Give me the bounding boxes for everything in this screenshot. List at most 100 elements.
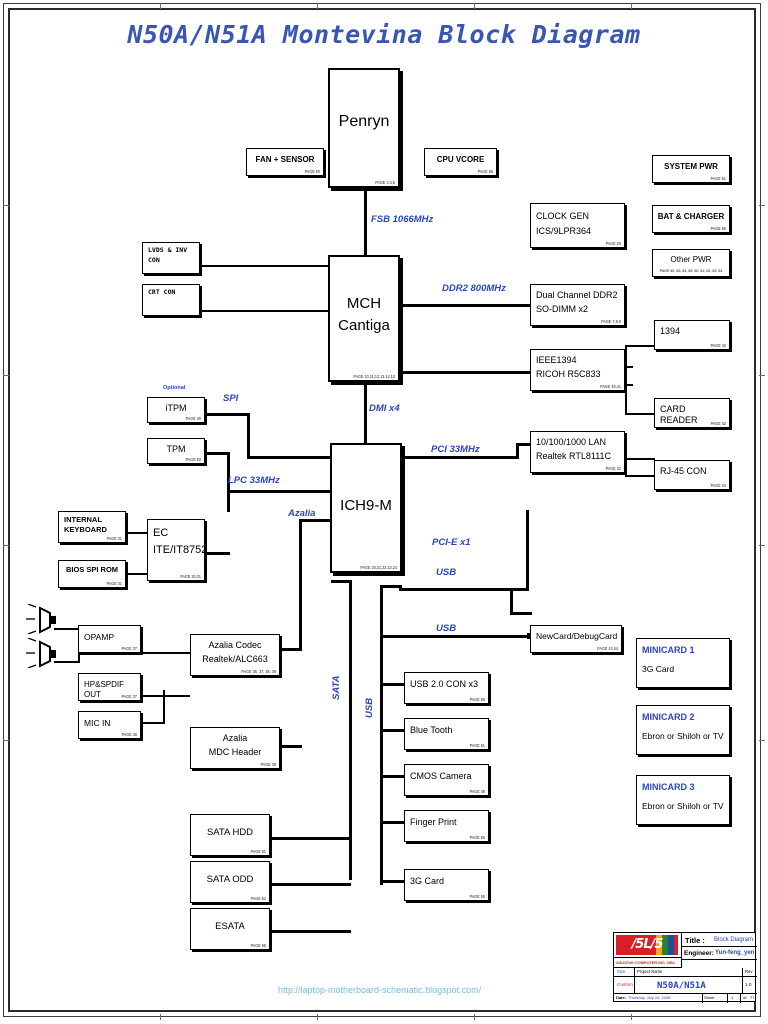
wire-usb-trunk <box>380 585 383 885</box>
block-internal-keyboard[interactable]: INTERNAL KEYBOARD PAGE 31 <box>58 511 126 543</box>
wire-1394-tap <box>625 366 633 368</box>
wire-sata-odd <box>265 883 351 886</box>
source-url[interactable]: http://laptop-motherboard-schematic.blog… <box>278 985 482 995</box>
block-fan-sensor[interactable]: FAN + SENSOR PAGE 50 <box>246 148 324 176</box>
block-tpm[interactable]: TPM PAGE 63 <box>147 438 205 464</box>
block-esata[interactable]: ESATA PAGE 66 <box>190 908 270 950</box>
block-system-pwr[interactable]: SYSTEM PWR PAGE 61 <box>652 155 730 183</box>
wire-dmi <box>364 382 367 444</box>
page-ref: PAGE 29 <box>605 241 621 246</box>
block-label-line1: IEEE1394 <box>536 355 577 365</box>
block-lvds-inv-con[interactable]: LVDS & INV CON <box>142 242 200 274</box>
wire-opamp-codec <box>140 652 190 654</box>
block-minicard-1[interactable]: MINICARD 1 3G Card <box>636 638 730 688</box>
wire-usb1-h <box>380 635 530 638</box>
page-ref: PAGE 55 <box>469 697 485 702</box>
block-minicard-3[interactable]: MINICARD 3 Ebron or Shiloh or TV <box>636 775 730 825</box>
block-label-line1: Dual Channel DDR2 <box>536 290 618 300</box>
block-opamp[interactable]: OPAMP PAGE 37 <box>78 625 141 653</box>
bus-label-lpc: LPC 33MHz <box>228 475 280 486</box>
engineer-label: Engineer: <box>684 950 714 957</box>
block-label: FAN + SENSOR <box>255 155 315 164</box>
field-headers-row: Size Project Name Rev <box>614 968 757 977</box>
block-ieee1394-ricoh[interactable]: IEEE1394 RICOH R5C833 PAGE 40,41 <box>530 349 625 391</box>
title-value: Block Diagram <box>714 937 754 943</box>
block-bios-spi-rom[interactable]: BIOS SPI ROM PAGE 31 <box>58 560 126 588</box>
page-ref: PAGE 30,31 <box>180 574 201 579</box>
page-ref: PAGE 32 <box>605 466 621 471</box>
block-label-line2: MDC Header <box>208 747 262 757</box>
wire-opamp-v <box>141 640 143 654</box>
page-ref: PAGE 66 <box>710 226 726 231</box>
page-ref: PAGE 3,4,5 <box>375 180 395 185</box>
asus-logo-text: /5L/5 <box>631 937 664 952</box>
page-ref: PAGE 31 <box>106 581 122 586</box>
date-value: Thursday, July 24, 2008 <box>628 995 671 1000</box>
block-sata-odd[interactable]: SATA ODD PAGE 52 <box>190 861 270 903</box>
block-bluetooth[interactable]: Blue Tooth PAGE 51 <box>404 718 489 750</box>
block-label: Penryn <box>338 113 390 130</box>
page-ref: PAGE 42 <box>710 421 726 426</box>
block-ddr2-sodimm[interactable]: Dual Channel DDR2 SO-DIMM x2 PAGE 7,8,9 <box>530 284 625 326</box>
block-label-line2: CON <box>148 256 160 264</box>
wire-kb-ec <box>126 532 150 534</box>
wire-cardreader-tap <box>625 384 633 386</box>
wire-1394-in <box>496 371 532 374</box>
wire-mic-codec <box>140 722 165 724</box>
block-label: SATA ODD <box>206 874 254 885</box>
page-ref: PAGE 7,8,9 <box>601 319 621 324</box>
block-usb20-con[interactable]: USB 2.0 CON x3 PAGE 55 <box>404 672 489 704</box>
block-cpu-vcore[interactable]: CPU VCORE PAGE 65 <box>424 148 497 176</box>
block-ec-it8752[interactable]: EC ITE/IT8752 PAGE 30,31 <box>147 519 207 581</box>
wire-1394con-h <box>625 345 655 347</box>
page-ref: PAGE 55 <box>469 894 485 899</box>
block-other-pwr[interactable]: Other PWR PAGE 62, 63, 64, 65, 60, 61, 6… <box>652 249 730 277</box>
block-newcard-debugcard[interactable]: NewCard/DebugCard PAGE 43,44 <box>530 625 622 653</box>
wire-sata-trunk <box>349 580 352 880</box>
engineer-value: Yun-feng_yen <box>715 950 755 956</box>
block-label-line1: Azalia Codec <box>208 640 262 650</box>
wire-usb-3g <box>380 880 405 883</box>
block-lan-rtl8111c[interactable]: 10/100/1000 LAN Realtek RTL8111C PAGE 32 <box>530 431 625 473</box>
wire-cardreader-h <box>625 413 655 415</box>
block-card-reader[interactable]: CARD READER PAGE 42 <box>654 398 730 428</box>
block-finger-print[interactable]: Finger Print PAGE 65 <box>404 810 489 842</box>
block-clock-gen[interactable]: CLOCK GEN ICS/9LPR364 PAGE 29 <box>530 203 625 248</box>
wire-spi-h1 <box>205 413 250 416</box>
sheet-frame-outer <box>3 3 761 1017</box>
speaker-icon <box>26 638 56 668</box>
block-label: USB 2.0 CON x3 <box>410 679 479 689</box>
block-label: Other PWR <box>670 255 712 264</box>
block-label: CMOS Camera <box>410 771 472 781</box>
wire-bios-ec <box>126 573 150 575</box>
block-sata-hdd[interactable]: SATA HDD PAGE 51 <box>190 814 270 856</box>
wire-lpc-h <box>227 490 331 493</box>
page-ref: PAGE 62, 63, 64, 65, 60, 61, 62, 63, 64 <box>659 269 723 273</box>
block-1394-con[interactable]: 1394 PAGE 42 <box>654 320 730 350</box>
minicard-title: MINICARD 3 <box>642 782 695 792</box>
block-itpm[interactable]: iTPM PAGE 29 <box>147 397 205 423</box>
block-minicard-2[interactable]: MINICARD 2 Ebron or Shiloh or TV <box>636 705 730 755</box>
block-hp-spdif-out[interactable]: HP&SPDIF OUT PAGE 37 <box>78 673 141 701</box>
block-rj45-con[interactable]: RJ-45 CON PAGE 34 <box>654 460 730 490</box>
block-crt-con[interactable]: CRT CON <box>142 284 200 316</box>
block-label-line1: EC <box>153 527 169 539</box>
block-3g-card[interactable]: 3G Card PAGE 55 <box>404 869 489 901</box>
block-penryn[interactable]: Penryn PAGE 3,4,5 <box>328 68 400 188</box>
frame-tick <box>160 3 161 9</box>
block-label-line2: SO-DIMM x2 <box>536 304 589 314</box>
block-label: CARD READER <box>660 404 698 426</box>
block-azalia-mdc-header[interactable]: Azalia MDC Header PAGE 38 <box>190 727 280 769</box>
block-label: HP&SPDIF OUT <box>84 680 125 699</box>
block-mic-in[interactable]: MIC IN PAGE 38 <box>78 711 141 739</box>
block-bat-charger[interactable]: BAT & CHARGER PAGE 66 <box>652 205 730 233</box>
block-label: Blue Tooth <box>410 725 453 735</box>
page-ref: PAGE 50 <box>304 169 320 174</box>
block-cmos-camera[interactable]: CMOS Camera PAGE 49 <box>404 764 489 796</box>
block-ich9m[interactable]: ICH9-M PAGE 20,21,22,23,24 <box>330 443 402 573</box>
page-ref: PAGE 40,41 <box>600 384 621 389</box>
block-mch-cantiga[interactable]: MCH Cantiga PAGE 10,11,12,13,14,15 <box>328 255 400 382</box>
bus-label-sata-vertical: SATA <box>331 675 342 700</box>
block-azalia-codec[interactable]: Azalia Codec Realtek/ALC663 PAGE 36, 37,… <box>190 634 280 676</box>
engineer-row: Engineer: Yun-feng_yen <box>682 947 757 960</box>
